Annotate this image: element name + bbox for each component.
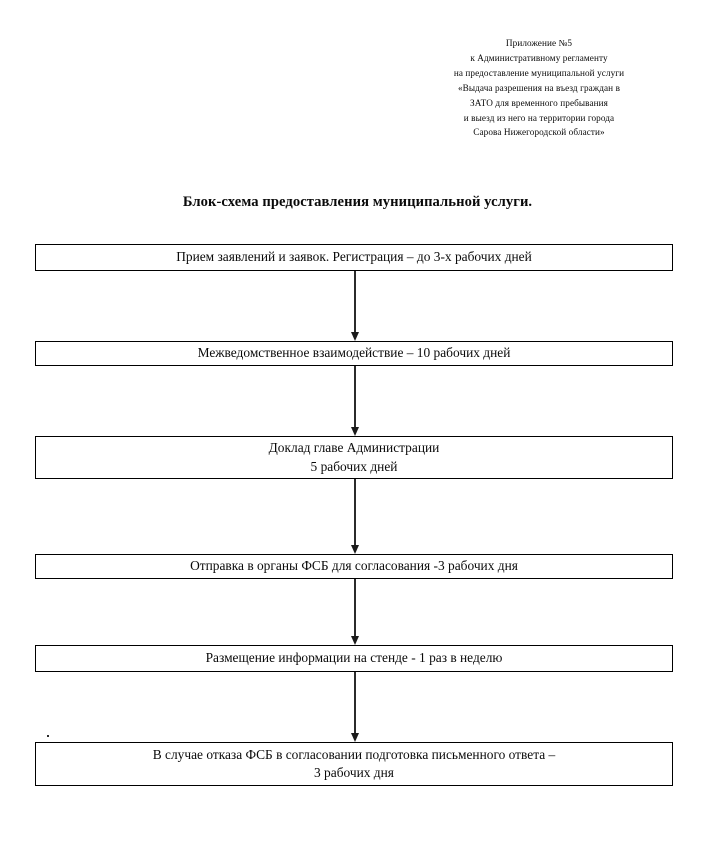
flow-arrow-5 <box>351 672 359 742</box>
arrow-head-icon <box>351 427 359 436</box>
scan-artifact-dot <box>47 735 49 737</box>
flow-node-step-5: Размещение информации на стенде - 1 раз … <box>35 645 673 672</box>
flow-node-step-4: Отправка в органы ФСБ для согласования -… <box>35 554 673 579</box>
arrow-head-icon <box>351 545 359 554</box>
flow-arrow-4 <box>351 579 359 645</box>
header-line-1: Приложение №5 <box>505 38 573 48</box>
arrow-head-icon <box>351 636 359 645</box>
flow-node-step-3: Доклад главе Администрации 5 рабочих дне… <box>35 436 673 479</box>
arrow-head-icon <box>351 733 359 742</box>
page-title: Блок-схема предоставления муниципальной … <box>182 194 533 210</box>
flow-node-label: Доклад главе Администрации 5 рабочих дне… <box>268 440 440 474</box>
flow-node-step-6: В случае отказа ФСБ в согласовании подго… <box>35 742 673 786</box>
header-line-2: к Административному регламенту <box>470 52 608 63</box>
arrow-head-icon <box>351 332 359 341</box>
header-line-4: «Выдача разрешения на въезд граждан в <box>457 82 621 93</box>
flow-arrow-1 <box>351 271 359 341</box>
appendix-reference-header: Приложение №5 к Административному реглам… <box>430 36 648 140</box>
flow-arrow-3 <box>351 479 359 554</box>
flow-node-label: В случае отказа ФСБ в согласовании подго… <box>152 746 556 781</box>
flow-arrow-2 <box>351 366 359 436</box>
arrow-shaft <box>354 366 356 427</box>
flow-node-label: Прием заявлений и заявок. Регистрация – … <box>176 249 532 265</box>
flow-node-label: Межведомственное взаимодействие – 10 раб… <box>197 345 511 361</box>
flow-node-step-2: Межведомственное взаимодействие – 10 раб… <box>35 341 673 366</box>
arrow-shaft <box>354 479 356 545</box>
arrow-shaft <box>354 271 356 332</box>
header-line-5: ЗАТО для временного пребывания <box>470 97 608 108</box>
arrow-shaft <box>354 672 356 733</box>
flow-node-label: Отправка в органы ФСБ для согласования -… <box>190 558 518 574</box>
header-line-7: Сарова Нижегородской области» <box>473 127 605 138</box>
flow-node-label: Размещение информации на стенде - 1 раз … <box>205 650 503 666</box>
header-line-3: на предоставление муниципальной услуги <box>453 67 625 78</box>
arrow-shaft <box>354 579 356 636</box>
header-line-6: и выезд из него на территории города <box>463 112 615 123</box>
flow-node-step-1: Прием заявлений и заявок. Регистрация – … <box>35 244 673 271</box>
